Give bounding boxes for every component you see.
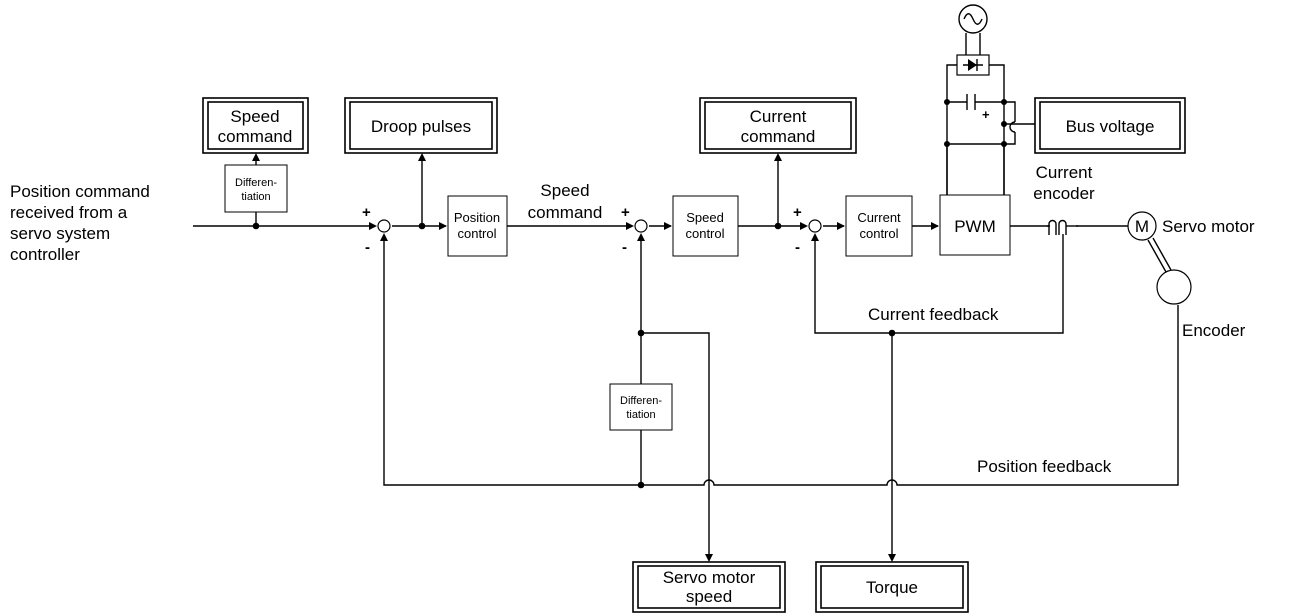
- power-circuit: +: [944, 4, 1035, 195]
- svg-text:Current: Current: [1036, 163, 1093, 182]
- motor-assembly: M: [1127, 211, 1192, 305]
- current-control-block: Current control: [845, 195, 913, 257]
- current-feedback-label: Current feedback: [868, 305, 999, 324]
- svg-text:Speed: Speed: [686, 210, 724, 225]
- svg-text:+: +: [362, 204, 371, 221]
- svg-text:command: command: [218, 127, 293, 146]
- svg-text:+: +: [793, 204, 802, 221]
- svg-text:Differen-: Differen-: [235, 177, 277, 189]
- summing-junctions: [377, 219, 822, 233]
- output-current-command: Current command: [699, 97, 857, 154]
- summing-signs: + - + - + -: [362, 204, 802, 256]
- input-label: Position command received from a servo s…: [10, 182, 150, 264]
- output-servo-motor-speed: Servo motor speed: [632, 561, 786, 613]
- svg-text:-: -: [622, 239, 627, 256]
- current-encoder-label: Current encoder: [1033, 163, 1095, 203]
- forward-arrows: [369, 222, 939, 230]
- differentiation-block-mid: Differen- tiation: [609, 383, 673, 431]
- output-taps: [252, 153, 782, 230]
- position-feedback-loop: [380, 233, 1179, 489]
- svg-text:-: -: [795, 239, 800, 256]
- svg-text:-: -: [365, 239, 370, 256]
- svg-text:tiation: tiation: [241, 191, 270, 203]
- svg-text:tiation: tiation: [626, 409, 655, 421]
- output-torque: Torque: [815, 561, 969, 613]
- servo-motor-icon: [1127, 211, 1157, 241]
- svg-text:Droop pulses: Droop pulses: [371, 117, 471, 136]
- position-feedback-label: Position feedback: [977, 457, 1112, 476]
- pwm-block: PWM: [939, 194, 1011, 256]
- current-feedback-path: [811, 226, 1064, 562]
- encoder-icon: [1156, 269, 1192, 305]
- svg-text:Position: Position: [454, 210, 500, 225]
- svg-text:control: control: [457, 226, 496, 241]
- servo-motor-label: Servo motor: [1162, 217, 1255, 236]
- svg-text:+: +: [621, 204, 630, 221]
- ac-source-icon: [958, 4, 988, 34]
- current-encoder-coil: [1047, 218, 1078, 235]
- svg-text:Current: Current: [857, 210, 901, 225]
- svg-text:control: control: [859, 226, 898, 241]
- output-droop-pulses: Droop pulses: [344, 97, 498, 154]
- svg-text:Current: Current: [750, 107, 807, 126]
- svg-text:Position command: Position command: [10, 182, 150, 201]
- output-speed-command: Speed command: [202, 97, 309, 154]
- svg-text:speed: speed: [686, 587, 732, 606]
- capacitor-plus-sign: +: [982, 107, 990, 122]
- svg-text:Differen-: Differen-: [620, 395, 662, 407]
- motor-symbol: M: [1135, 217, 1149, 236]
- output-bus-voltage: Bus voltage: [1034, 97, 1186, 154]
- svg-text:command: command: [741, 127, 816, 146]
- svg-text:PWM: PWM: [954, 217, 996, 236]
- svg-text:controller: controller: [10, 245, 80, 264]
- svg-text:Speed: Speed: [540, 181, 589, 200]
- svg-text:command: command: [528, 203, 603, 222]
- svg-text:encoder: encoder: [1033, 184, 1095, 203]
- differentiation-block-top: Differen- tiation: [224, 164, 288, 213]
- speed-control-block: Speed control: [672, 195, 739, 257]
- svg-text:Servo motor: Servo motor: [663, 568, 756, 587]
- svg-text:control: control: [685, 226, 724, 241]
- svg-text:servo system: servo system: [10, 224, 110, 243]
- speed-command-signal-label: Speed command: [528, 181, 603, 222]
- position-control-block: Position control: [447, 195, 508, 257]
- svg-text:Speed: Speed: [230, 107, 279, 126]
- svg-text:Bus voltage: Bus voltage: [1066, 117, 1155, 136]
- encoder-label: Encoder: [1182, 321, 1246, 340]
- speed-feedback-path: [637, 233, 713, 562]
- svg-text:Torque: Torque: [866, 578, 918, 597]
- svg-text:received from a: received from a: [10, 203, 128, 222]
